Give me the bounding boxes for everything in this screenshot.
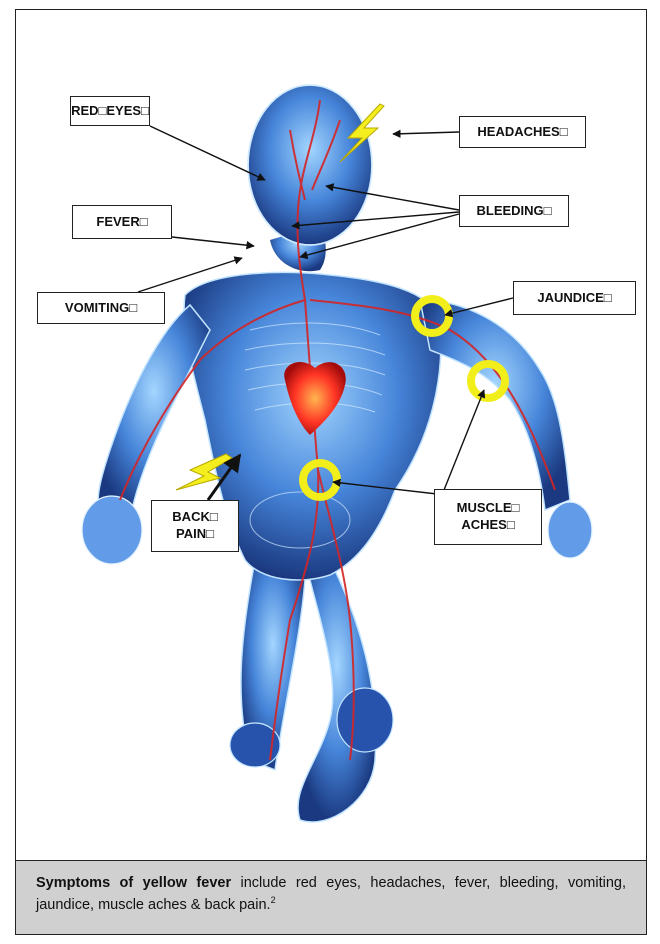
caption-box: Symptoms of yellow fever include red eye…: [16, 860, 646, 934]
label-jaundice: JAUNDICE□: [513, 281, 636, 315]
label-muscle-aches: MUSCLE□ ACHES□: [434, 489, 542, 545]
caption-bold: Symptoms of yellow fever: [36, 875, 231, 891]
label-headaches: HEADACHES□: [459, 116, 586, 148]
label-bleeding: BLEEDING□: [459, 195, 569, 227]
label-vomiting-text: VOMITING□: [65, 300, 137, 317]
caption-footnote: 2: [271, 895, 276, 905]
label-headaches-text: HEADACHES□: [477, 124, 567, 141]
label-red-eyes-text: RED□EYES□: [71, 103, 149, 120]
label-back-pain-line2: PAIN□: [176, 526, 214, 543]
label-bleeding-text: BLEEDING□: [476, 203, 551, 220]
label-back-pain-line1: BACK□: [172, 509, 217, 526]
label-jaundice-text: JAUNDICE□: [537, 290, 611, 307]
label-red-eyes: RED□EYES□: [70, 96, 150, 126]
label-fever-text: FEVER□: [96, 214, 147, 231]
label-back-pain: BACK□ PAIN□: [151, 500, 239, 552]
label-muscle-aches-line2: ACHES□: [461, 517, 514, 534]
label-fever: FEVER□: [72, 205, 172, 239]
label-vomiting: VOMITING□: [37, 292, 165, 324]
label-muscle-aches-line1: MUSCLE□: [457, 500, 520, 517]
